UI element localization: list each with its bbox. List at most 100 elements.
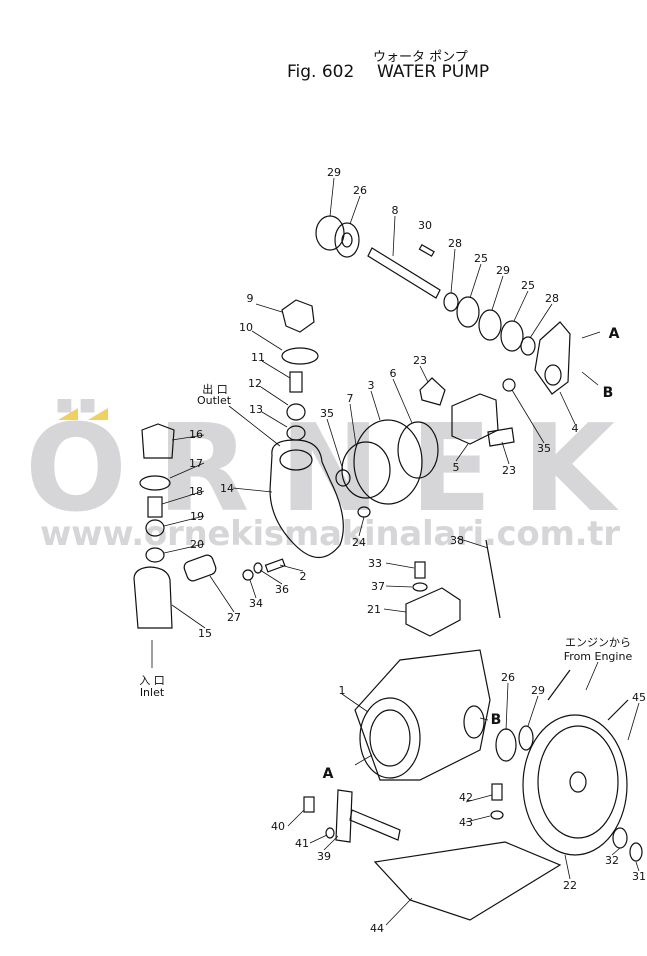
part-number-labels: 29 26 8 30 28 25 29 25 28 9 10 11 12 13 … (189, 166, 646, 935)
part-label: 43 (459, 816, 473, 829)
plug (281, 299, 315, 333)
arrow-a-label: A (609, 326, 620, 342)
pulley-hub (569, 771, 587, 793)
flange-bore (369, 709, 411, 767)
strainer (183, 554, 217, 582)
part-label: 45 (632, 691, 646, 704)
part-label: 38 (450, 534, 464, 547)
direction-arrows (151, 331, 601, 766)
part-label: 10 (239, 321, 253, 334)
outlet-label: Outlet (197, 394, 232, 407)
spring (147, 496, 163, 518)
tension-spring (485, 539, 501, 619)
part-label: 17 (189, 457, 203, 470)
snap-ring (315, 215, 345, 251)
valve-seat (145, 547, 165, 563)
parts (133, 177, 643, 926)
bearing-bore (341, 232, 353, 248)
gearbox-port (463, 705, 485, 739)
flange-plate (335, 789, 353, 843)
arrow-b-label: B (491, 712, 502, 728)
arrow-a-label: A (323, 766, 334, 782)
washer (612, 827, 628, 849)
part-label: 12 (248, 377, 262, 390)
part-label: 1 (339, 684, 346, 697)
part-label: 29 (327, 166, 341, 179)
bolt (414, 561, 426, 579)
part-label: 28 (545, 292, 559, 305)
gasket (139, 475, 171, 491)
bolt (303, 796, 315, 813)
part-label: 31 (632, 870, 646, 883)
stud (264, 558, 286, 573)
part-label: 16 (189, 428, 203, 441)
casing-port (279, 449, 313, 471)
gearbox-flange (359, 697, 421, 779)
part-label: 3 (368, 379, 375, 392)
pump-shaft (367, 247, 441, 299)
inlet-label: Inlet (140, 686, 165, 699)
bracket (419, 377, 446, 406)
part-label: 6 (390, 367, 397, 380)
part-label: 39 (317, 850, 331, 863)
part-label: 30 (418, 219, 432, 232)
watermark-accent (58, 408, 78, 420)
pump-cover (353, 419, 423, 505)
part-label: 28 (448, 237, 462, 250)
part-label: 40 (271, 820, 285, 833)
nut (502, 378, 516, 392)
valve (286, 403, 306, 421)
nut (242, 569, 254, 581)
bearing (334, 222, 360, 258)
bracket (405, 587, 461, 637)
part-label: 32 (605, 854, 619, 867)
part-label: 34 (249, 597, 263, 610)
title-japanese: ウォータ ポンプ (373, 50, 468, 65)
washer (490, 810, 504, 820)
outlet-label-jp: 出 口 (202, 382, 228, 396)
part-label: 9 (247, 292, 254, 305)
leader-lines (161, 177, 640, 926)
snap-ring (478, 309, 502, 341)
pulley-groove (537, 725, 619, 839)
washer (253, 562, 263, 574)
part-label: 23 (413, 354, 427, 367)
watermark-accent (88, 408, 108, 420)
washer (325, 827, 335, 839)
base-plate (373, 841, 562, 921)
inlet-elbow (133, 566, 173, 629)
spring (289, 371, 303, 393)
part-label: 13 (249, 403, 263, 416)
part-label: 11 (251, 351, 265, 364)
part-label: 33 (368, 557, 382, 570)
part-label: 19 (190, 510, 204, 523)
key (418, 243, 435, 257)
part-label: 8 (392, 204, 399, 217)
part-label: 18 (189, 485, 203, 498)
part-label: 20 (190, 538, 204, 551)
part-label: 26 (353, 184, 367, 197)
pulley (522, 714, 628, 856)
snap-ring (518, 725, 534, 751)
part-label: 41 (295, 837, 309, 850)
watermark: ÖRNEK www.ornekismakinalari.com.tr (25, 399, 620, 554)
shaft (349, 809, 401, 841)
seal (443, 292, 459, 312)
part-label: 44 (370, 922, 384, 935)
seal (520, 336, 536, 356)
v-belt (547, 669, 629, 721)
valve (145, 519, 165, 537)
part-label: 37 (371, 580, 385, 593)
housing-bore (544, 364, 562, 386)
part-label: 29 (496, 264, 510, 277)
pump-casing (269, 439, 344, 559)
part-label: 14 (220, 482, 234, 495)
gearbox (354, 649, 491, 781)
part-label: 42 (459, 791, 473, 804)
part-label: 26 (501, 671, 515, 684)
bearing (500, 320, 524, 352)
watermark-url: www.ornekismakinalari.com.tr (40, 514, 620, 554)
from-engine-label-jp: エンジンから (565, 636, 631, 649)
part-label: 2 (300, 570, 307, 583)
